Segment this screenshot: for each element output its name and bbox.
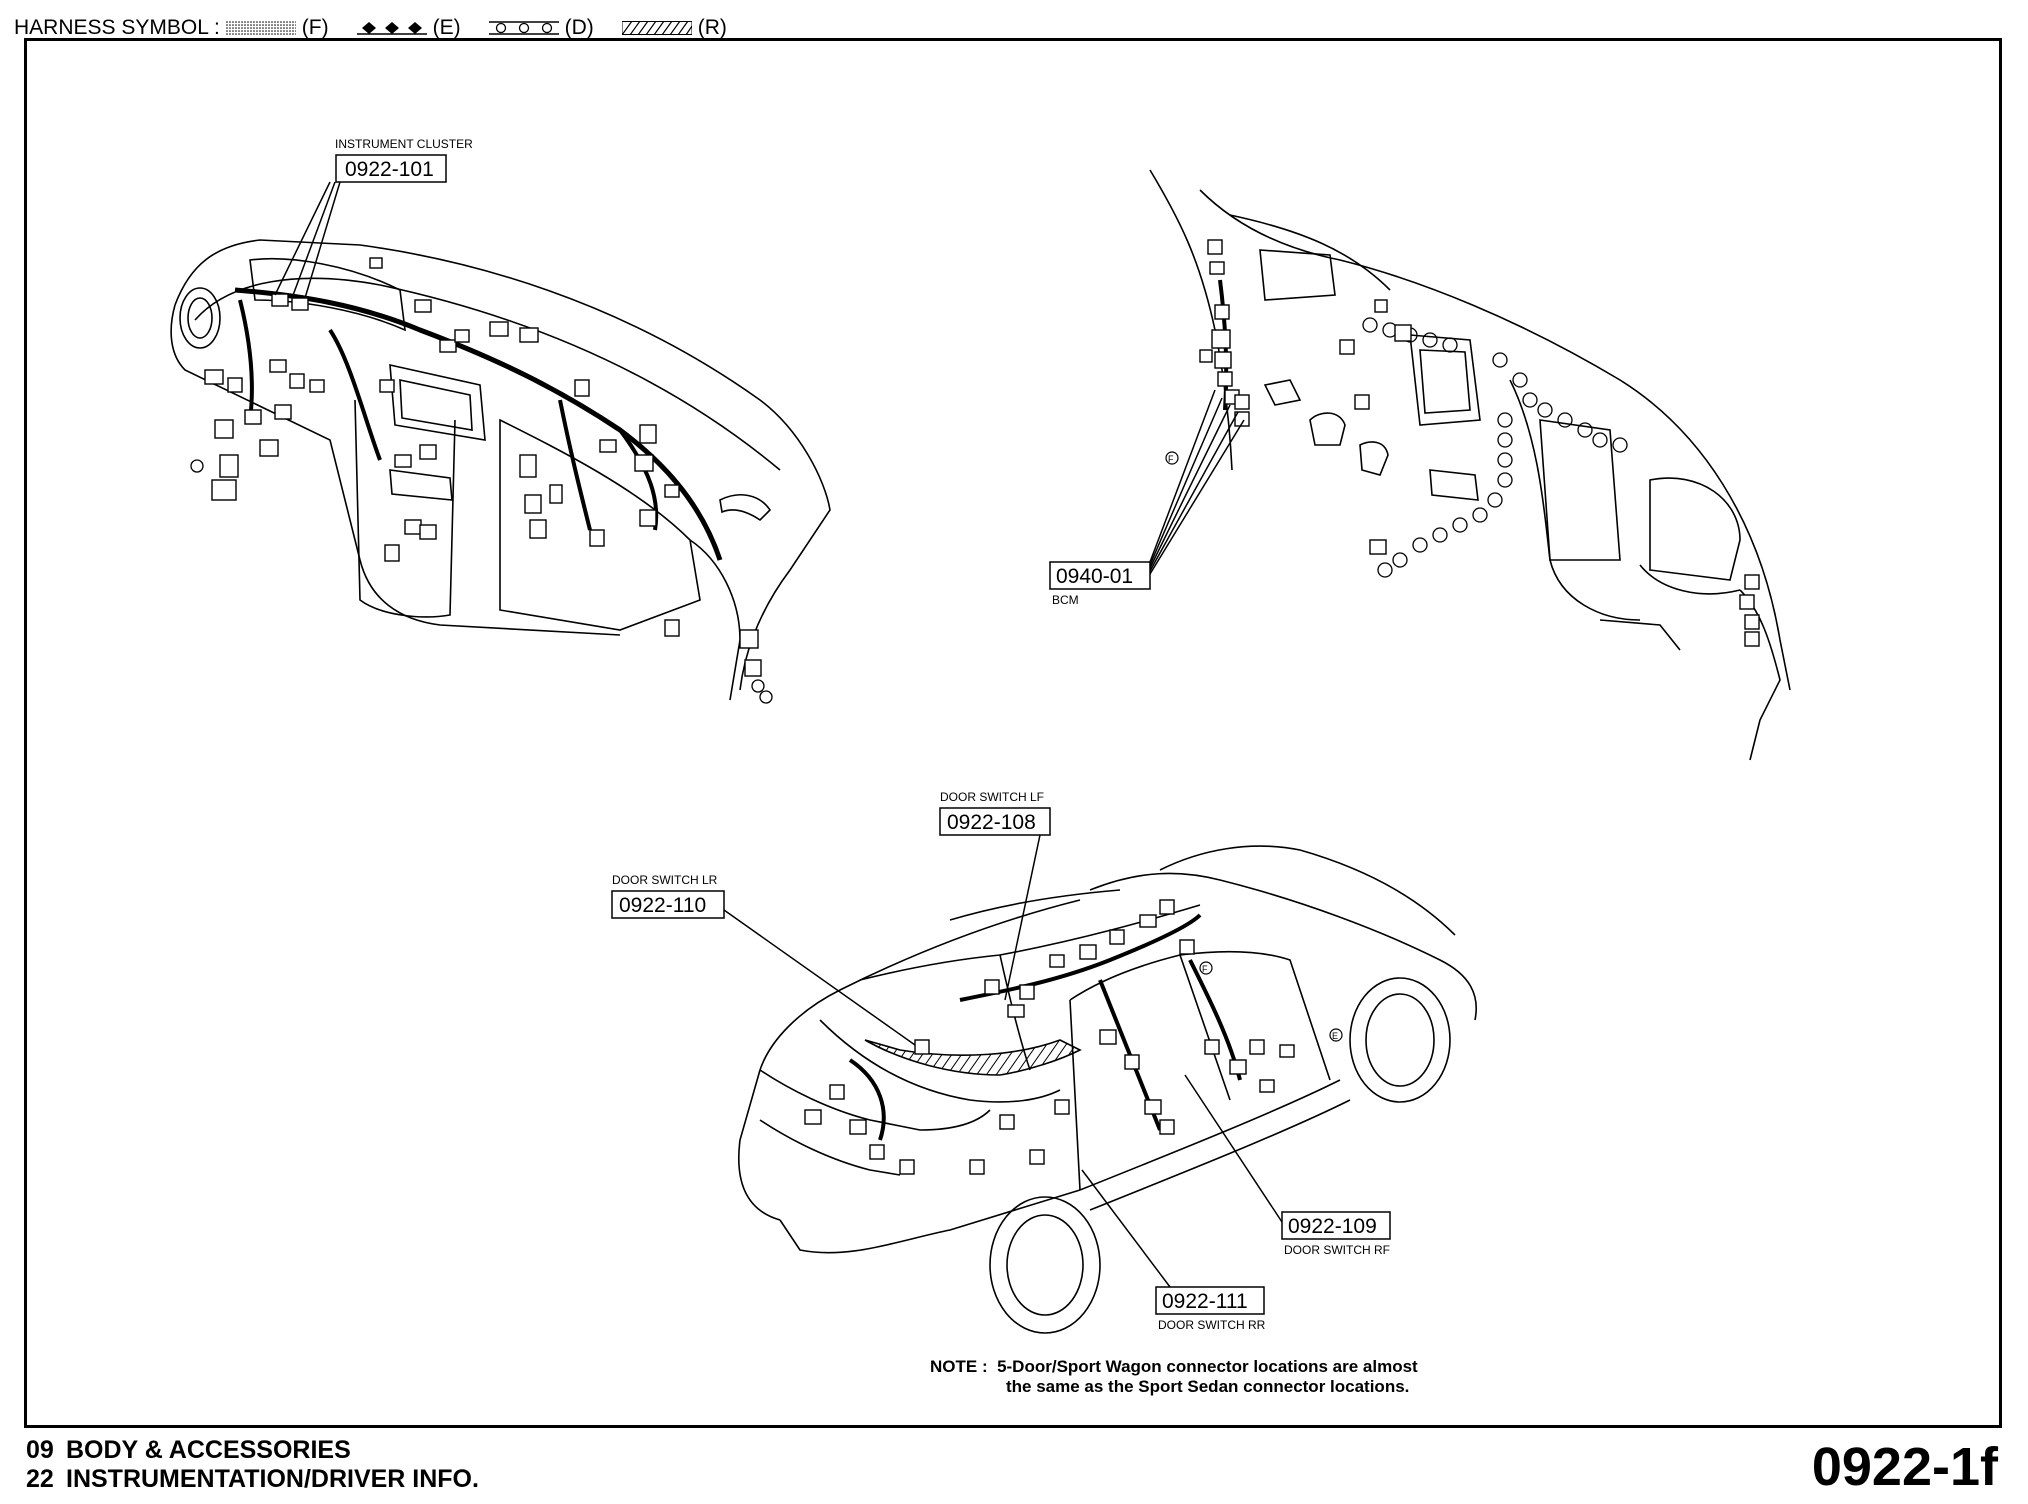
circle-harness-symbol <box>488 21 559 35</box>
instrument-cluster-label: INSTRUMENT CLUSTER <box>335 137 473 151</box>
harness-marker-e-car: E <box>1332 1031 1338 1041</box>
legend-title: HARNESS SYMBOL : <box>14 16 220 39</box>
car-harness-markers: F E <box>1202 964 1338 1041</box>
legend-code-d: (D) <box>564 16 594 39</box>
door-switch-rr-callout: 0922-111 DOOR SWITCH RR <box>1081 1169 1266 1332</box>
instrument-cluster-code: 0922-101 <box>345 158 434 181</box>
legend-code-r: (R) <box>697 16 727 39</box>
door-switch-lf-callout: DOOR SWITCH LF 0922-108 <box>939 790 1051 1001</box>
bcm-code: 0940-01 <box>1056 565 1133 588</box>
note-line-2: the same as the Sport Sedan connector lo… <box>1006 1377 1410 1396</box>
legend-code-e: (E) <box>432 16 461 39</box>
harness-marker-f-car: F <box>1202 964 1208 974</box>
bcm-dash-illustration <box>1149 169 1791 761</box>
diamond-harness-symbol <box>356 22 427 35</box>
dotted-harness-symbol <box>225 21 296 35</box>
harness-marker-f-bcm: F <box>1168 454 1174 464</box>
legend-code-f: (F) <box>301 16 329 39</box>
door-switch-rr-label: DOOR SWITCH RR <box>1158 1318 1266 1332</box>
harness-symbol-legend: HARNESS SYMBOL : (F) (E) (D) (R) <box>14 10 749 46</box>
section-footer: 09 BODY & ACCESSORIES 22 INSTRUMENTATION/D… <box>26 1436 479 1494</box>
door-switch-rf-callout: 0922-109 DOOR SWITCH RF <box>1184 1074 1391 1257</box>
section-title-2: INSTRUMENTATION/DRIVER INFO. <box>66 1465 479 1493</box>
page-code: 0922-1f <box>1811 1437 1998 1497</box>
door-switch-rr-code: 0922-111 <box>1162 1290 1248 1313</box>
instrument-cluster-callout: INSTRUMENT CLUSTER 0922-101 <box>274 137 473 299</box>
bcm-callout: 0940-01 BCM F <box>1049 389 1245 607</box>
door-switch-lr-code: 0922-110 <box>619 894 706 917</box>
dashboard-illustration <box>170 239 831 704</box>
connector-note: NOTE : 5-Door/Sport Wagon connector loca… <box>930 1357 1418 1397</box>
door-switch-lr-label: DOOR SWITCH LR <box>612 873 718 887</box>
section-title-1: BODY & ACCESSORIES <box>66 1436 351 1464</box>
note-line-1: 5-Door/Sport Wagon connector locations a… <box>997 1357 1418 1376</box>
note-prefix: NOTE : <box>930 1357 988 1376</box>
hatched-harness-symbol <box>621 21 692 35</box>
door-switch-lr-callout: DOOR SWITCH LR 0922-110 <box>611 873 916 1046</box>
car-body-illustration <box>738 845 1477 1334</box>
diagram-frame <box>24 38 2002 1428</box>
door-switch-lf-label: DOOR SWITCH LF <box>940 790 1044 804</box>
bcm-label: BCM <box>1052 593 1079 607</box>
door-switch-rf-label: DOOR SWITCH RF <box>1284 1243 1390 1257</box>
door-switch-lf-code: 0922-108 <box>947 811 1036 834</box>
section-number-1: 09 <box>26 1436 54 1464</box>
section-number-2: 22 <box>26 1465 54 1493</box>
door-switch-rf-code: 0922-109 <box>1288 1215 1377 1238</box>
